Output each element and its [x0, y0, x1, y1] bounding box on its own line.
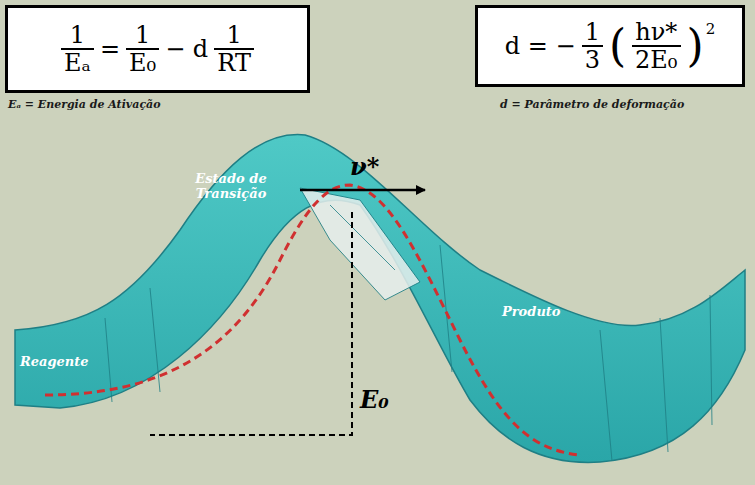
label: Estado de Transição: [192, 172, 270, 202]
reaction-path: [45, 185, 580, 455]
label: d = Parâmetro de deformação: [500, 98, 684, 111]
parenthesis: ): [687, 24, 704, 68]
label: E₀: [360, 385, 389, 414]
numerator: hν*: [632, 19, 680, 45]
formula-box: d = −13(hν*2E₀)2: [475, 5, 745, 87]
denominator: E₀: [126, 48, 159, 76]
parenthesis: (: [609, 24, 626, 68]
exponent: 2: [706, 20, 716, 38]
label: Produto: [502, 304, 561, 319]
denominator: RT: [214, 48, 254, 76]
formula-term: − d: [165, 35, 208, 63]
saddle-patch: [300, 188, 420, 300]
fraction: 13: [582, 19, 603, 74]
denominator: 3: [582, 45, 603, 73]
formula-term: =: [100, 35, 120, 63]
numerator: 1: [67, 22, 88, 48]
formula-box: 1Eₐ=1E₀− d1RT: [5, 5, 310, 93]
surface-sheet: [15, 135, 745, 463]
frequency-arrow: [300, 189, 425, 192]
label: Reagente: [20, 354, 89, 369]
label: Eₐ = Energia de Ativação: [8, 98, 161, 111]
label: ν*: [350, 152, 379, 181]
fraction: 1Eₐ: [61, 22, 94, 77]
denominator: Eₐ: [61, 48, 94, 76]
energy-drop-line: [150, 212, 352, 435]
numerator: 1: [132, 22, 153, 48]
denominator: 2E₀: [632, 45, 680, 73]
numerator: 1: [223, 22, 244, 48]
numerator: 1: [582, 19, 603, 45]
formula-term: d = −: [505, 32, 576, 60]
fraction: 1E₀: [126, 22, 159, 77]
surface-grid: [105, 205, 712, 461]
fraction: hν*2E₀: [632, 19, 680, 74]
fraction: 1RT: [214, 22, 254, 77]
